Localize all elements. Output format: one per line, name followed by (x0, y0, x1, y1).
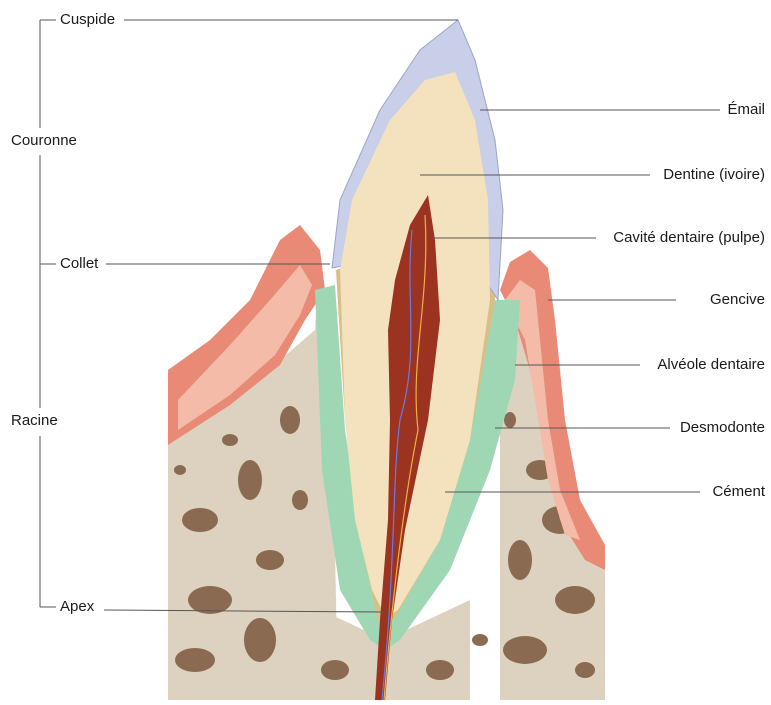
label-root: Racine (9, 412, 60, 430)
label-cusp: Cuspide (58, 11, 117, 29)
label-neck: Collet (58, 255, 100, 273)
label-dentin: Dentine (ivoire) (661, 166, 767, 184)
label-cementum: Cément (710, 483, 767, 501)
label-periodontium: Desmodonte (678, 419, 767, 437)
label-apex: Apex (58, 598, 96, 616)
label-gum: Gencive (708, 291, 767, 309)
label-enamel: Émail (725, 101, 767, 119)
label-pulp-cavity: Cavité dentaire (pulpe) (611, 229, 767, 247)
label-crown: Couronne (9, 132, 79, 150)
label-alveolus: Alvéole dentaire (655, 356, 767, 374)
